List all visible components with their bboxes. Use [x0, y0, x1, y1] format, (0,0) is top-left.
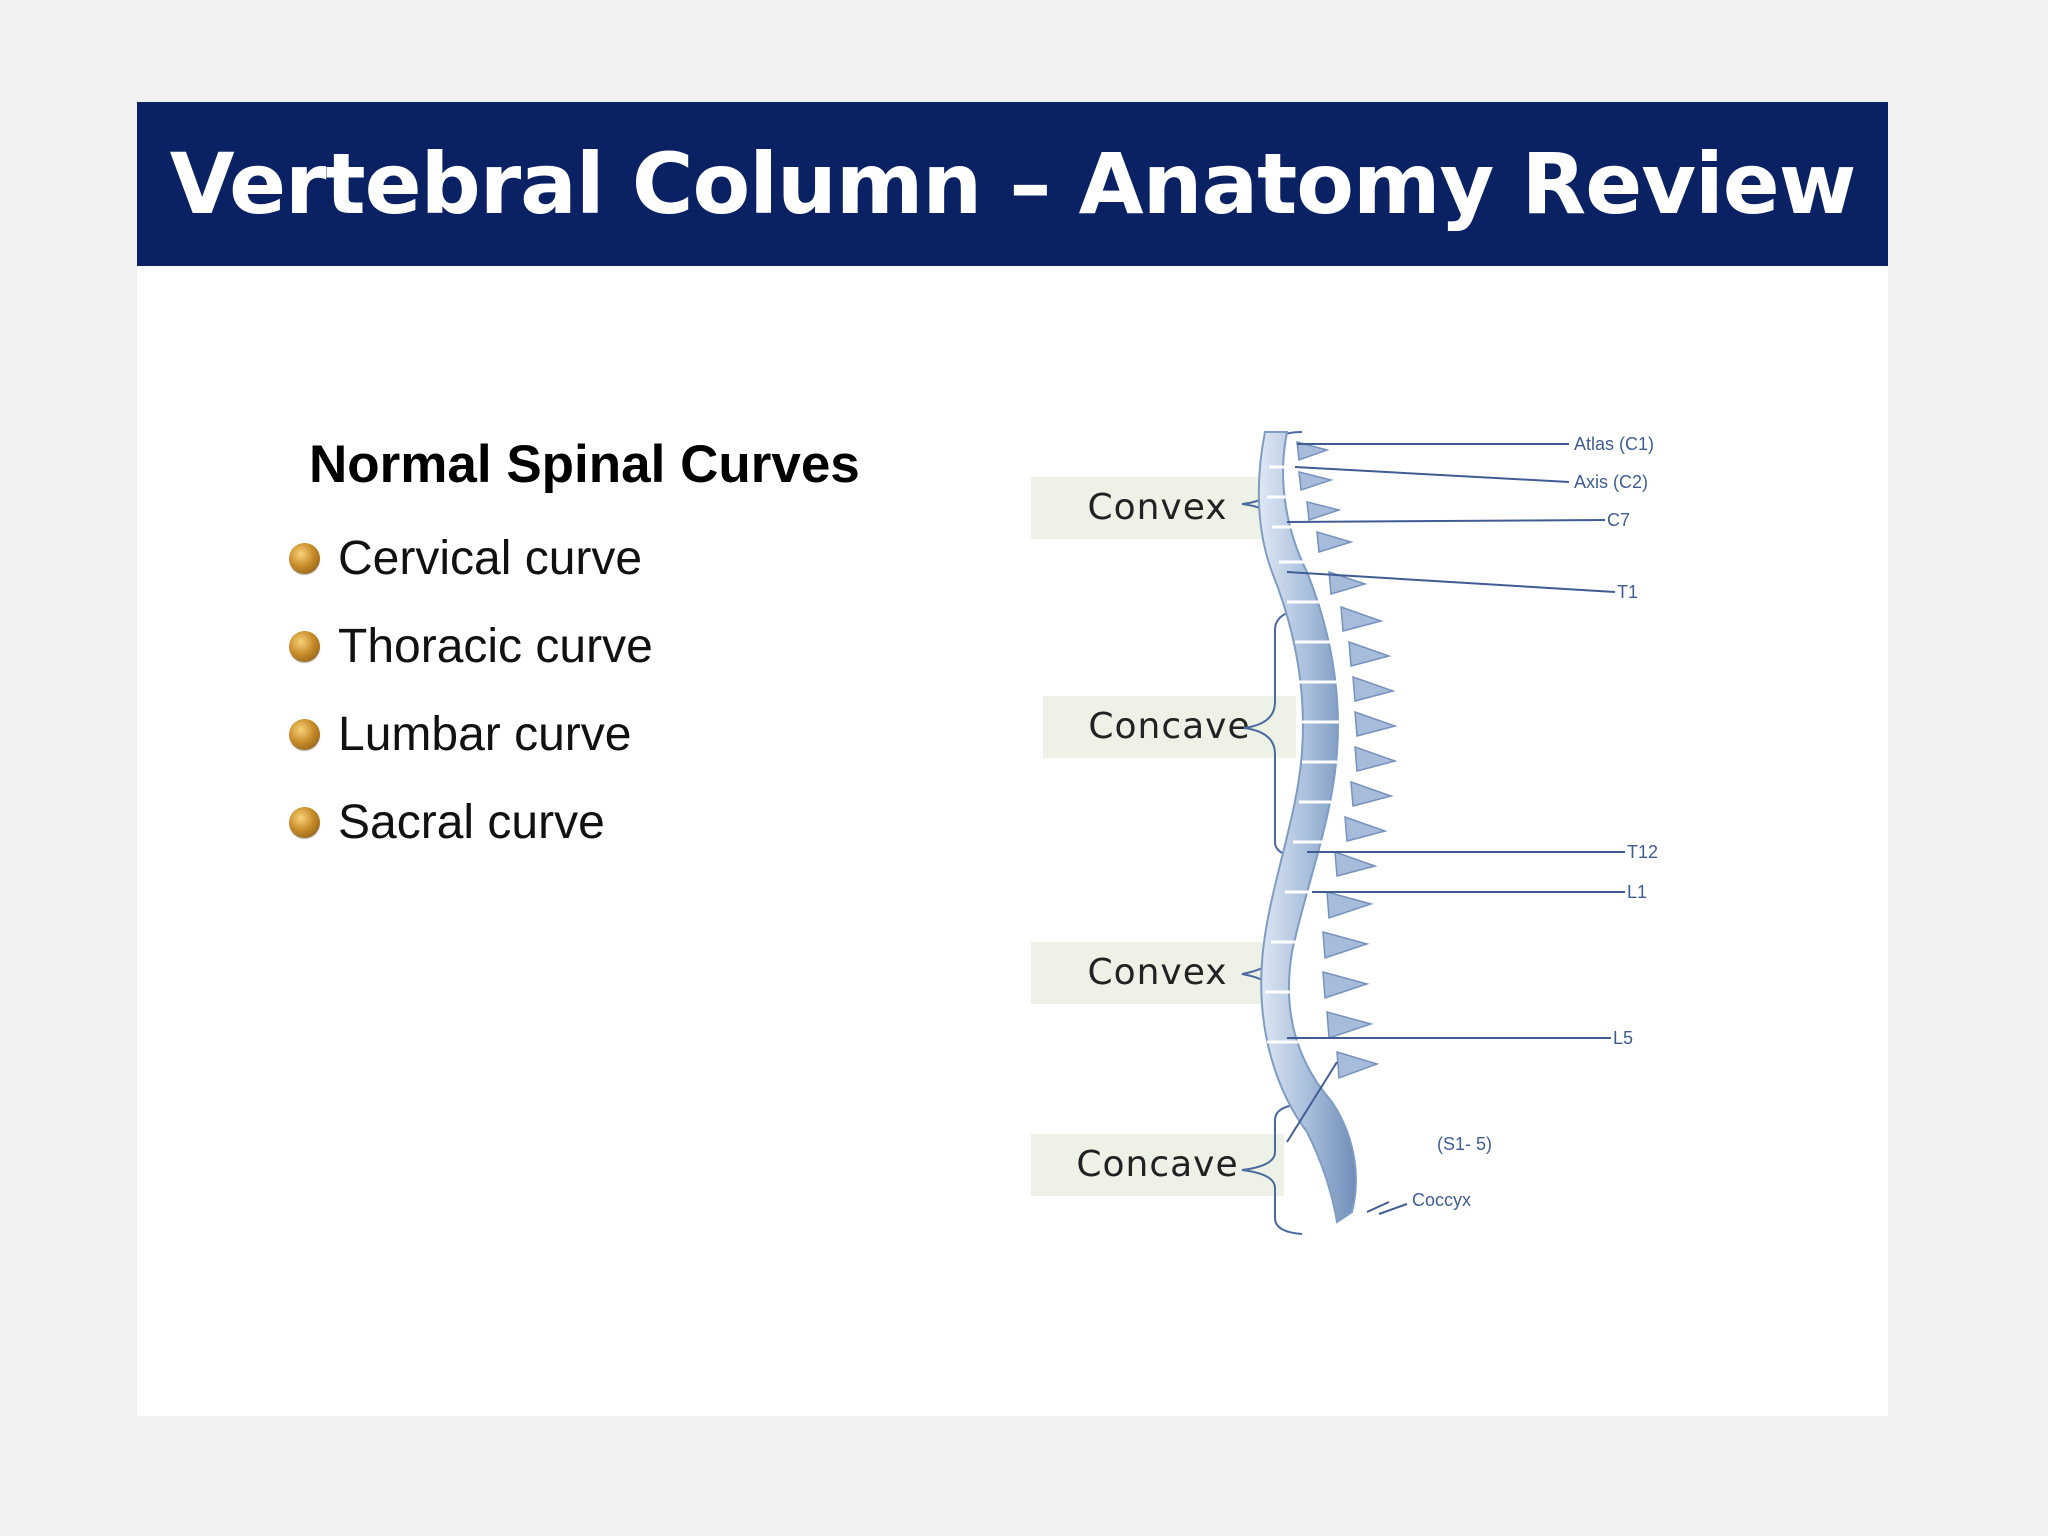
curve-label-sacral: Concave: [1031, 1134, 1284, 1196]
label-coccyx: Coccyx: [1412, 1190, 1471, 1210]
bullet-text: Thoracic curve: [338, 619, 653, 673]
slide-title: Vertebral Column – Anatomy Review: [169, 135, 1857, 233]
bullet-item-thoracic: Thoracic curve: [289, 602, 653, 690]
bullet-text: Sacral curve: [338, 795, 605, 849]
label-l1: L1: [1627, 882, 1647, 902]
label-t1: T1: [1617, 582, 1638, 602]
bullet-item-lumbar: Lumbar curve: [289, 690, 653, 778]
label-atlas: Atlas (C1): [1574, 434, 1654, 454]
bullet-icon: [289, 630, 320, 662]
bullet-list: Cervical curve Thoracic curve Lumbar cur…: [289, 514, 653, 866]
bullet-icon: [289, 806, 320, 838]
curve-brackets: [1241, 431, 1305, 1235]
label-c7: C7: [1607, 510, 1630, 530]
curve-label-thoracic: Concave: [1043, 696, 1296, 758]
label-l5: L5: [1613, 1028, 1633, 1048]
label-t12: T12: [1627, 842, 1658, 862]
label-axis: Axis (C2): [1574, 472, 1648, 492]
slide: Vertebral Column – Anatomy Review Normal…: [137, 102, 1888, 1416]
curve-label-cervical: Convex: [1031, 477, 1284, 539]
label-sacrum: (S1- 5): [1437, 1134, 1492, 1154]
bullet-icon: [289, 542, 320, 574]
bullet-text: Cervical curve: [338, 531, 643, 585]
spine-body: [1257, 431, 1357, 1224]
leader-lines: [1286, 443, 1625, 1215]
title-bar: Vertebral Column – Anatomy Review: [137, 102, 1888, 266]
bullet-item-cervical: Cervical curve: [289, 514, 653, 602]
spinous-processes: [1296, 440, 1398, 1080]
curve-label-lumbar: Convex: [1031, 942, 1284, 1004]
bullet-icon: [289, 718, 320, 750]
bullet-text: Lumbar curve: [338, 707, 632, 761]
bullet-item-sacral: Sacral curve: [289, 778, 653, 866]
section-heading: Normal Spinal Curves: [309, 435, 860, 494]
